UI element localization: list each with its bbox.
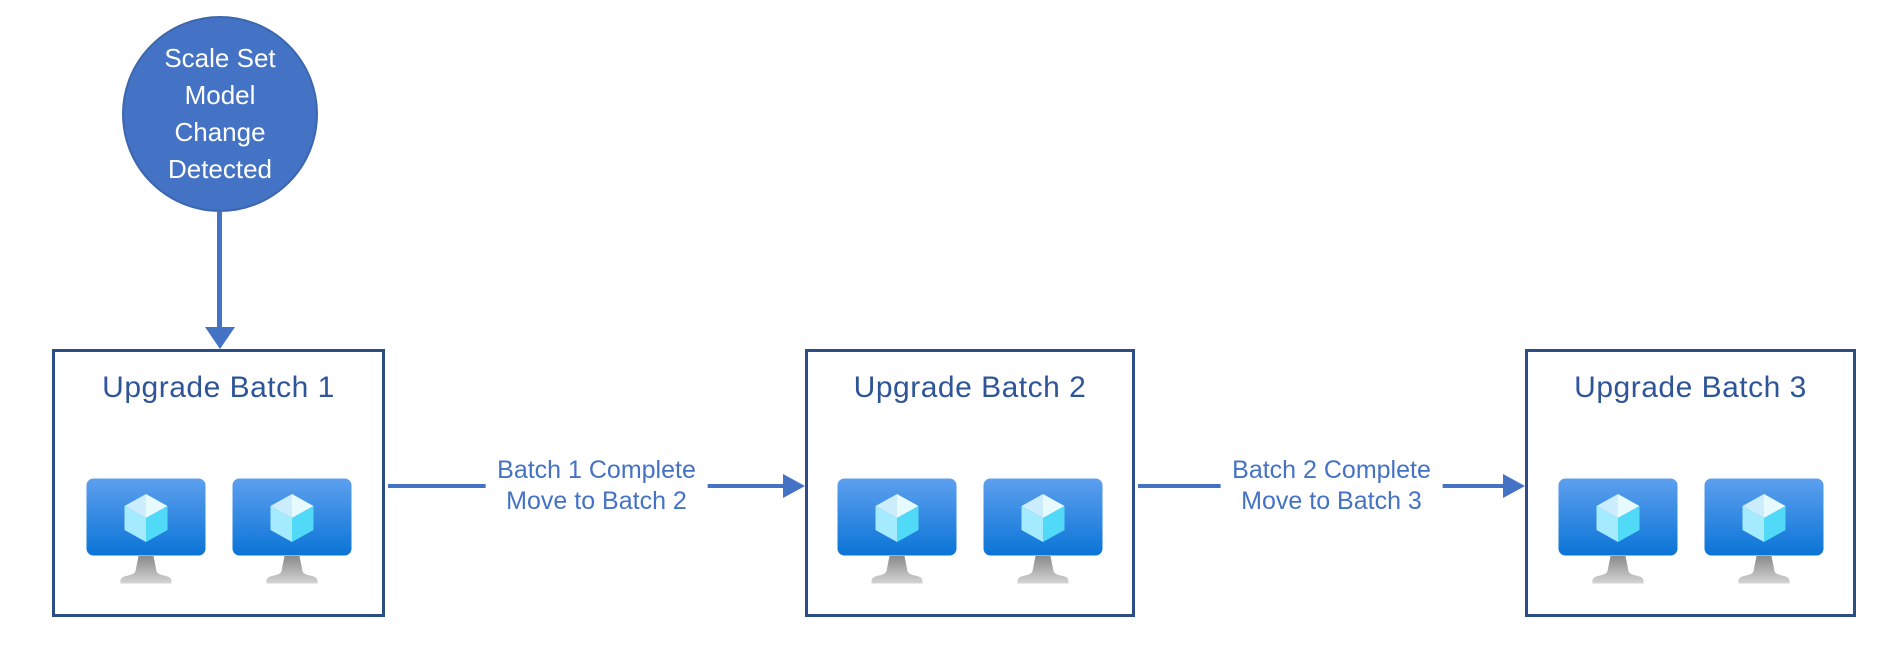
batch-box-1: Upgrade Batch 1 xyxy=(52,349,385,617)
vm-icon xyxy=(983,478,1103,584)
batch-title: Upgrade Batch 1 xyxy=(102,371,335,404)
start-node-label-line: Scale Set xyxy=(164,43,276,73)
vm-icon xyxy=(1558,478,1677,584)
down-arrow-stem xyxy=(217,212,222,328)
arrow-label: Batch 2 Complete Move to Batch 3 xyxy=(1220,453,1443,519)
vm-icon xyxy=(1704,478,1823,584)
flow-arrow-2: Batch 2 Complete Move to Batch 3 xyxy=(1138,431,1525,541)
batch-box-2: Upgrade Batch 2 xyxy=(805,349,1135,617)
arrowhead-right-icon xyxy=(783,474,805,498)
flow-arrow-1: Batch 1 Complete Move to Batch 2 xyxy=(388,431,805,541)
arrow-label: Batch 1 Complete Move to Batch 2 xyxy=(485,453,708,519)
batch-box-3: Upgrade Batch 3 xyxy=(1525,349,1856,617)
batch-title: Upgrade Batch 3 xyxy=(1574,371,1807,404)
batch-title: Upgrade Batch 2 xyxy=(853,371,1087,404)
vm-row xyxy=(808,478,1132,594)
arrow-label-line2: Move to Batch 2 xyxy=(506,487,687,515)
arrowhead-down-icon xyxy=(205,327,235,349)
arrow-label-line1: Batch 2 Complete xyxy=(1232,456,1431,484)
vm-icon xyxy=(837,478,957,584)
arrow-label-line2: Move to Batch 3 xyxy=(1241,487,1422,515)
start-node-label-line: Detected xyxy=(167,154,273,184)
vm-row xyxy=(55,478,382,594)
start-node-label-line: Change xyxy=(174,117,266,147)
arrowhead-right-icon xyxy=(1503,474,1525,498)
start-node: Scale Set Model Change Detected xyxy=(122,16,318,212)
start-node-label-line: Model xyxy=(184,80,256,110)
arrow-label-line1: Batch 1 Complete xyxy=(497,456,696,484)
vm-row xyxy=(1528,478,1853,594)
vm-icon xyxy=(232,478,351,584)
vm-icon xyxy=(86,478,205,584)
